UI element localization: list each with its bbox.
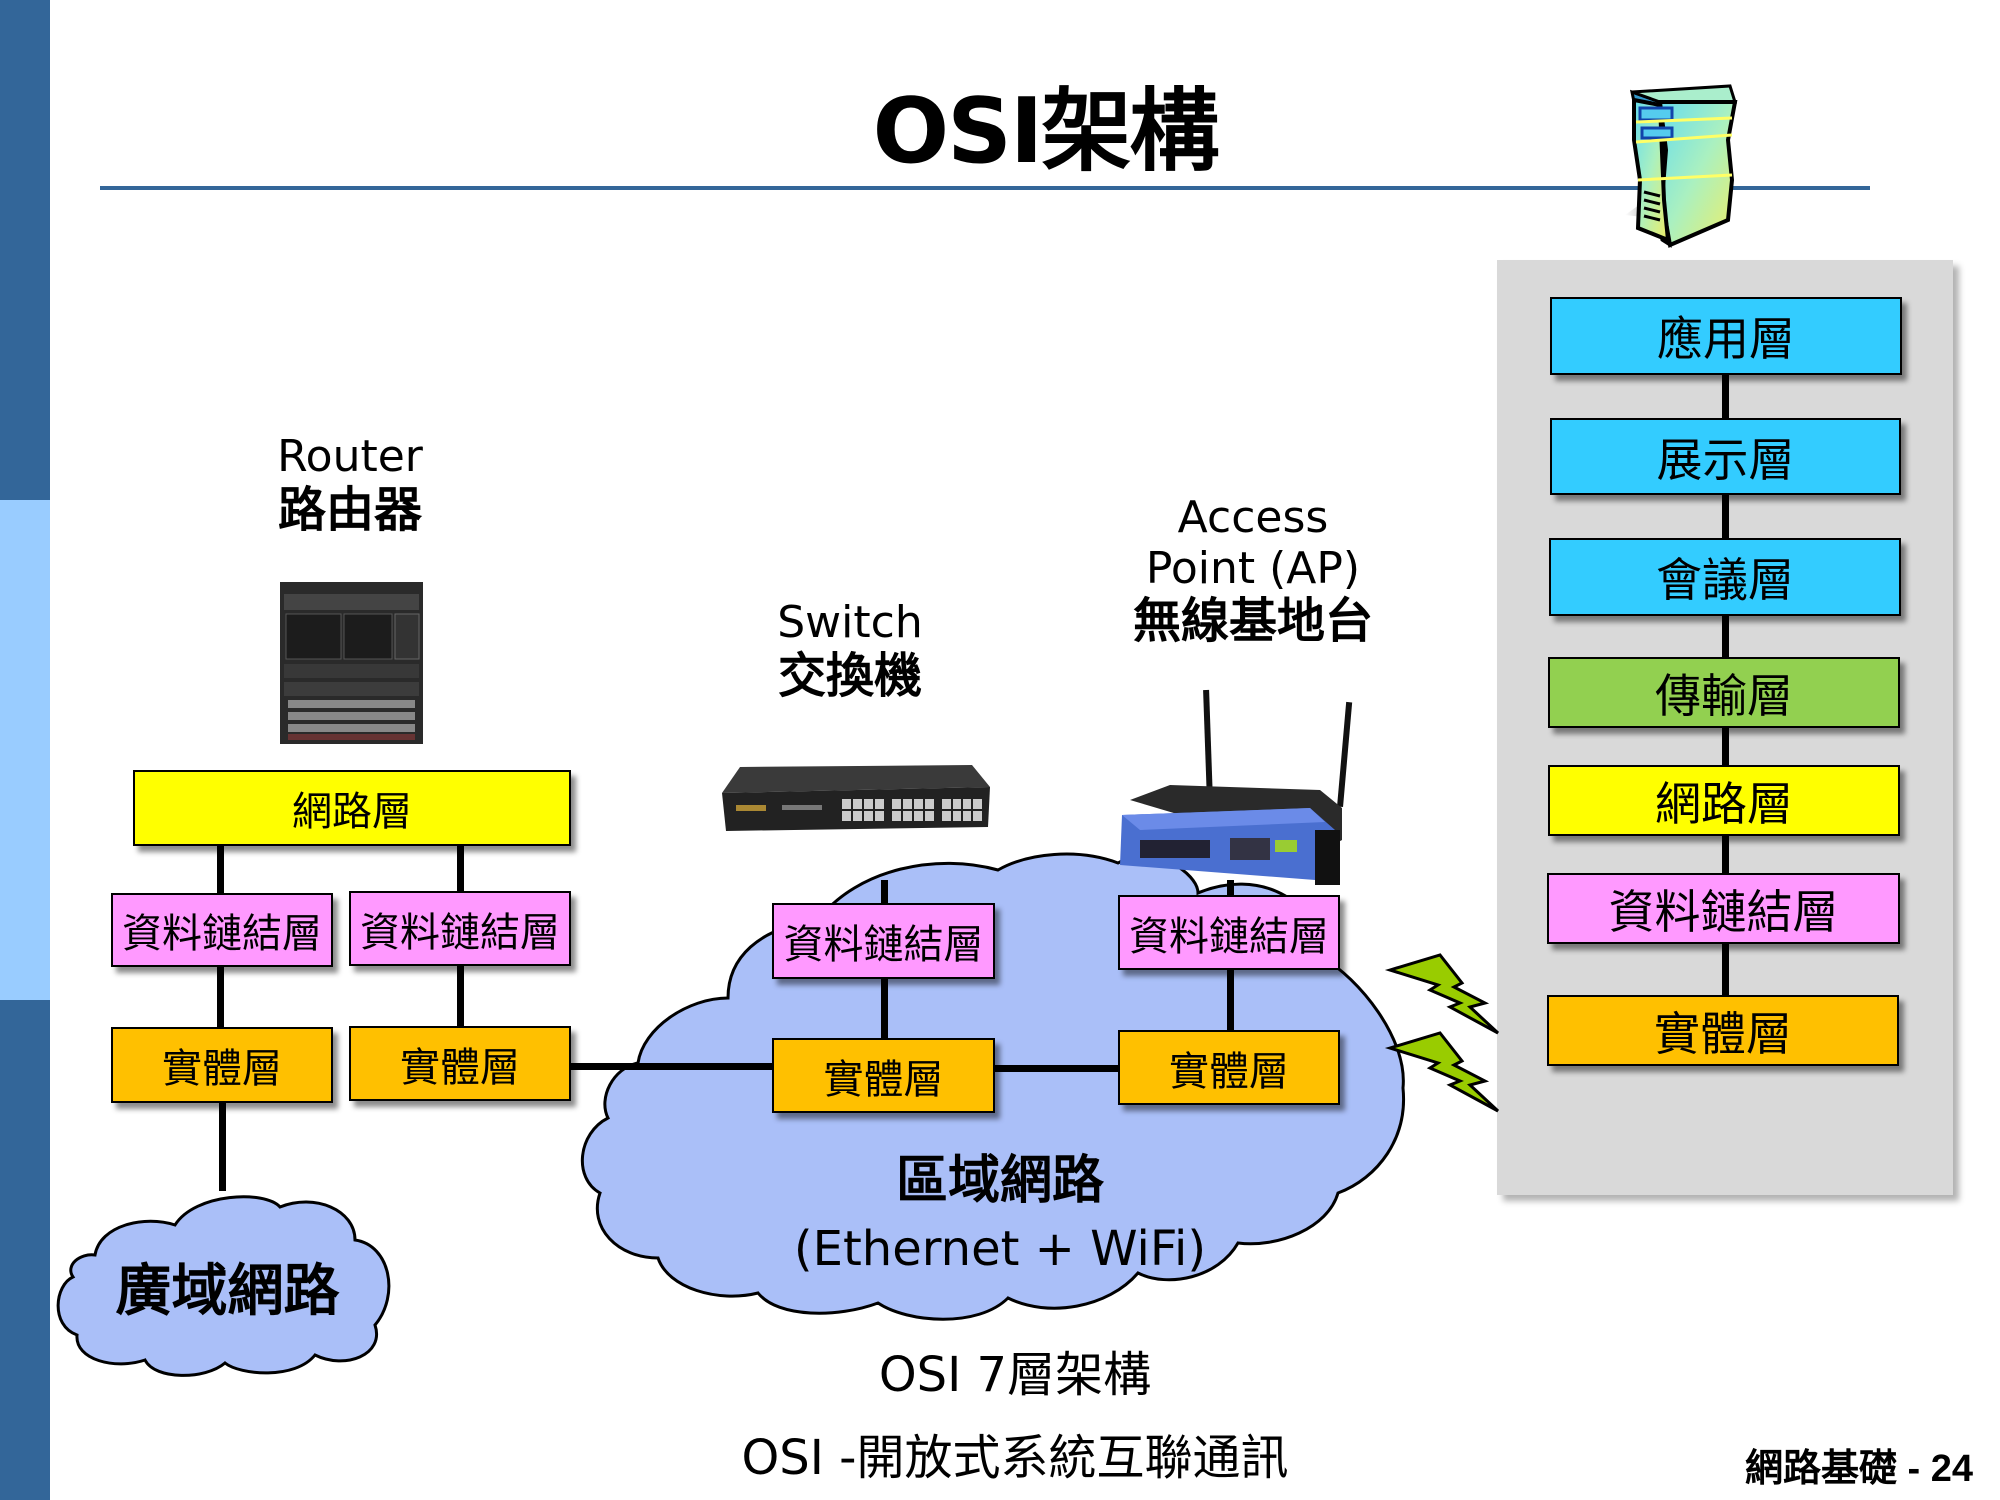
layer-label: 資料鏈結層: [1129, 913, 1329, 960]
ap-connector-upper: [1227, 880, 1234, 895]
switch-name-zh: 交換機: [777, 647, 922, 704]
switch-connector-upper: [881, 880, 888, 903]
router-connector-right-lower: [457, 966, 464, 1026]
router-label: Router 路由器: [240, 431, 460, 538]
osi-layer-label: 實體層: [1654, 1006, 1792, 1061]
ap-connector-lower: [1227, 970, 1234, 1030]
slide-title: OSI架構: [872, 79, 1220, 184]
router-physical-layer-left: 實體層: [111, 1027, 333, 1103]
layer-label: 實體層: [162, 1046, 282, 1092]
sidebar-band-middle: [0, 500, 50, 1000]
osi-layer-label: 網路層: [1655, 776, 1793, 831]
wireless-router-icon: [1120, 689, 1353, 885]
layer-label: 資料鏈結層: [360, 909, 560, 956]
osi-layer-session: 會議層: [1549, 538, 1901, 616]
ap-physical-layer: 實體層: [1118, 1030, 1340, 1105]
layer-label: 資料鏈結層: [122, 911, 322, 957]
ap-name-en-line1: Access: [1177, 492, 1329, 543]
osi-layer-label: 傳輸層: [1655, 668, 1793, 723]
wan-cloud-label: 廣域網路: [115, 1259, 340, 1324]
router-datalink-layer-right: 資料鏈結層: [349, 891, 571, 966]
router-chassis-icon: [280, 582, 423, 744]
router-name-zh: 路由器: [277, 481, 422, 538]
ap-name-en-line2: Point (AP): [1145, 542, 1361, 594]
switch-datalink-layer: 資料鏈結層: [772, 903, 995, 979]
switch-physical-layer: 實體層: [772, 1038, 995, 1113]
caption-osi-7-layers: OSI 7層架構: [878, 1347, 1152, 1403]
router-network-layer: 網路層: [133, 770, 571, 846]
router-connector-left-lower: [217, 967, 224, 1027]
layer-label: 網路層: [292, 789, 412, 835]
router-name-en: Router: [277, 431, 423, 482]
osi-layer-transport: 傳輸層: [1548, 657, 1900, 728]
osi-layer-presentation: 展示層: [1550, 418, 1901, 495]
layer-label: 實體層: [400, 1044, 520, 1091]
osi-layer-application: 應用層: [1550, 297, 1902, 375]
title-divider: [100, 186, 1870, 190]
access-point-label: Access Point (AP) 無線基地台: [1100, 492, 1406, 650]
osi-layer-datalink: 資料鏈結層: [1547, 873, 1900, 944]
switch-connector-lower: [881, 979, 888, 1038]
router-datalink-layer-left: 資料鏈結層: [111, 893, 333, 967]
router-to-wan-link: [219, 1103, 226, 1191]
osi-layer-label: 展示層: [1656, 432, 1795, 487]
server-tower-icon: [1625, 84, 1738, 248]
ap-name-zh: 無線基地台: [1132, 593, 1373, 650]
switch-to-ap-link: [995, 1065, 1118, 1072]
osi-layer-physical: 實體層: [1547, 995, 1899, 1066]
osi-layer-label: 資料鏈結層: [1608, 884, 1839, 939]
router-physical-layer-right: 實體層: [349, 1026, 571, 1101]
router-connector-right-upper: [457, 846, 464, 891]
lan-cloud-sublabel: (Ethernet + WiFi): [793, 1221, 1207, 1277]
switch-label: Switch 交換機: [740, 597, 960, 704]
layer-label: 實體層: [823, 1056, 944, 1103]
network-switch-icon: [722, 765, 990, 831]
slide-footer-page-number: 網路基礎 - 24: [1745, 1448, 1974, 1490]
lan-cloud-label: 區域網路: [895, 1151, 1104, 1211]
sidebar-band-bottom: [0, 1000, 50, 1500]
switch-name-en: Switch: [777, 597, 923, 648]
router-to-switch-link: [571, 1063, 772, 1070]
router-connector-left-upper: [217, 846, 224, 893]
wireless-signal-bolt-upper: [1384, 953, 1500, 1035]
layer-label: 實體層: [1169, 1048, 1289, 1095]
osi-layer-label: 會議層: [1656, 553, 1794, 607]
ap-datalink-layer: 資料鏈結層: [1118, 895, 1340, 970]
wireless-signal-bolt-lower: [1384, 1031, 1500, 1113]
caption-osi-full-name: OSI -開放式系統互聯通訊: [741, 1430, 1289, 1486]
sidebar-band-top: [0, 0, 50, 500]
wan-cloud: [56, 1195, 391, 1377]
layer-label: 資料鏈結層: [783, 922, 984, 968]
osi-layer-label: 應用層: [1657, 312, 1795, 366]
osi-layer-network: 網路層: [1548, 765, 1900, 836]
